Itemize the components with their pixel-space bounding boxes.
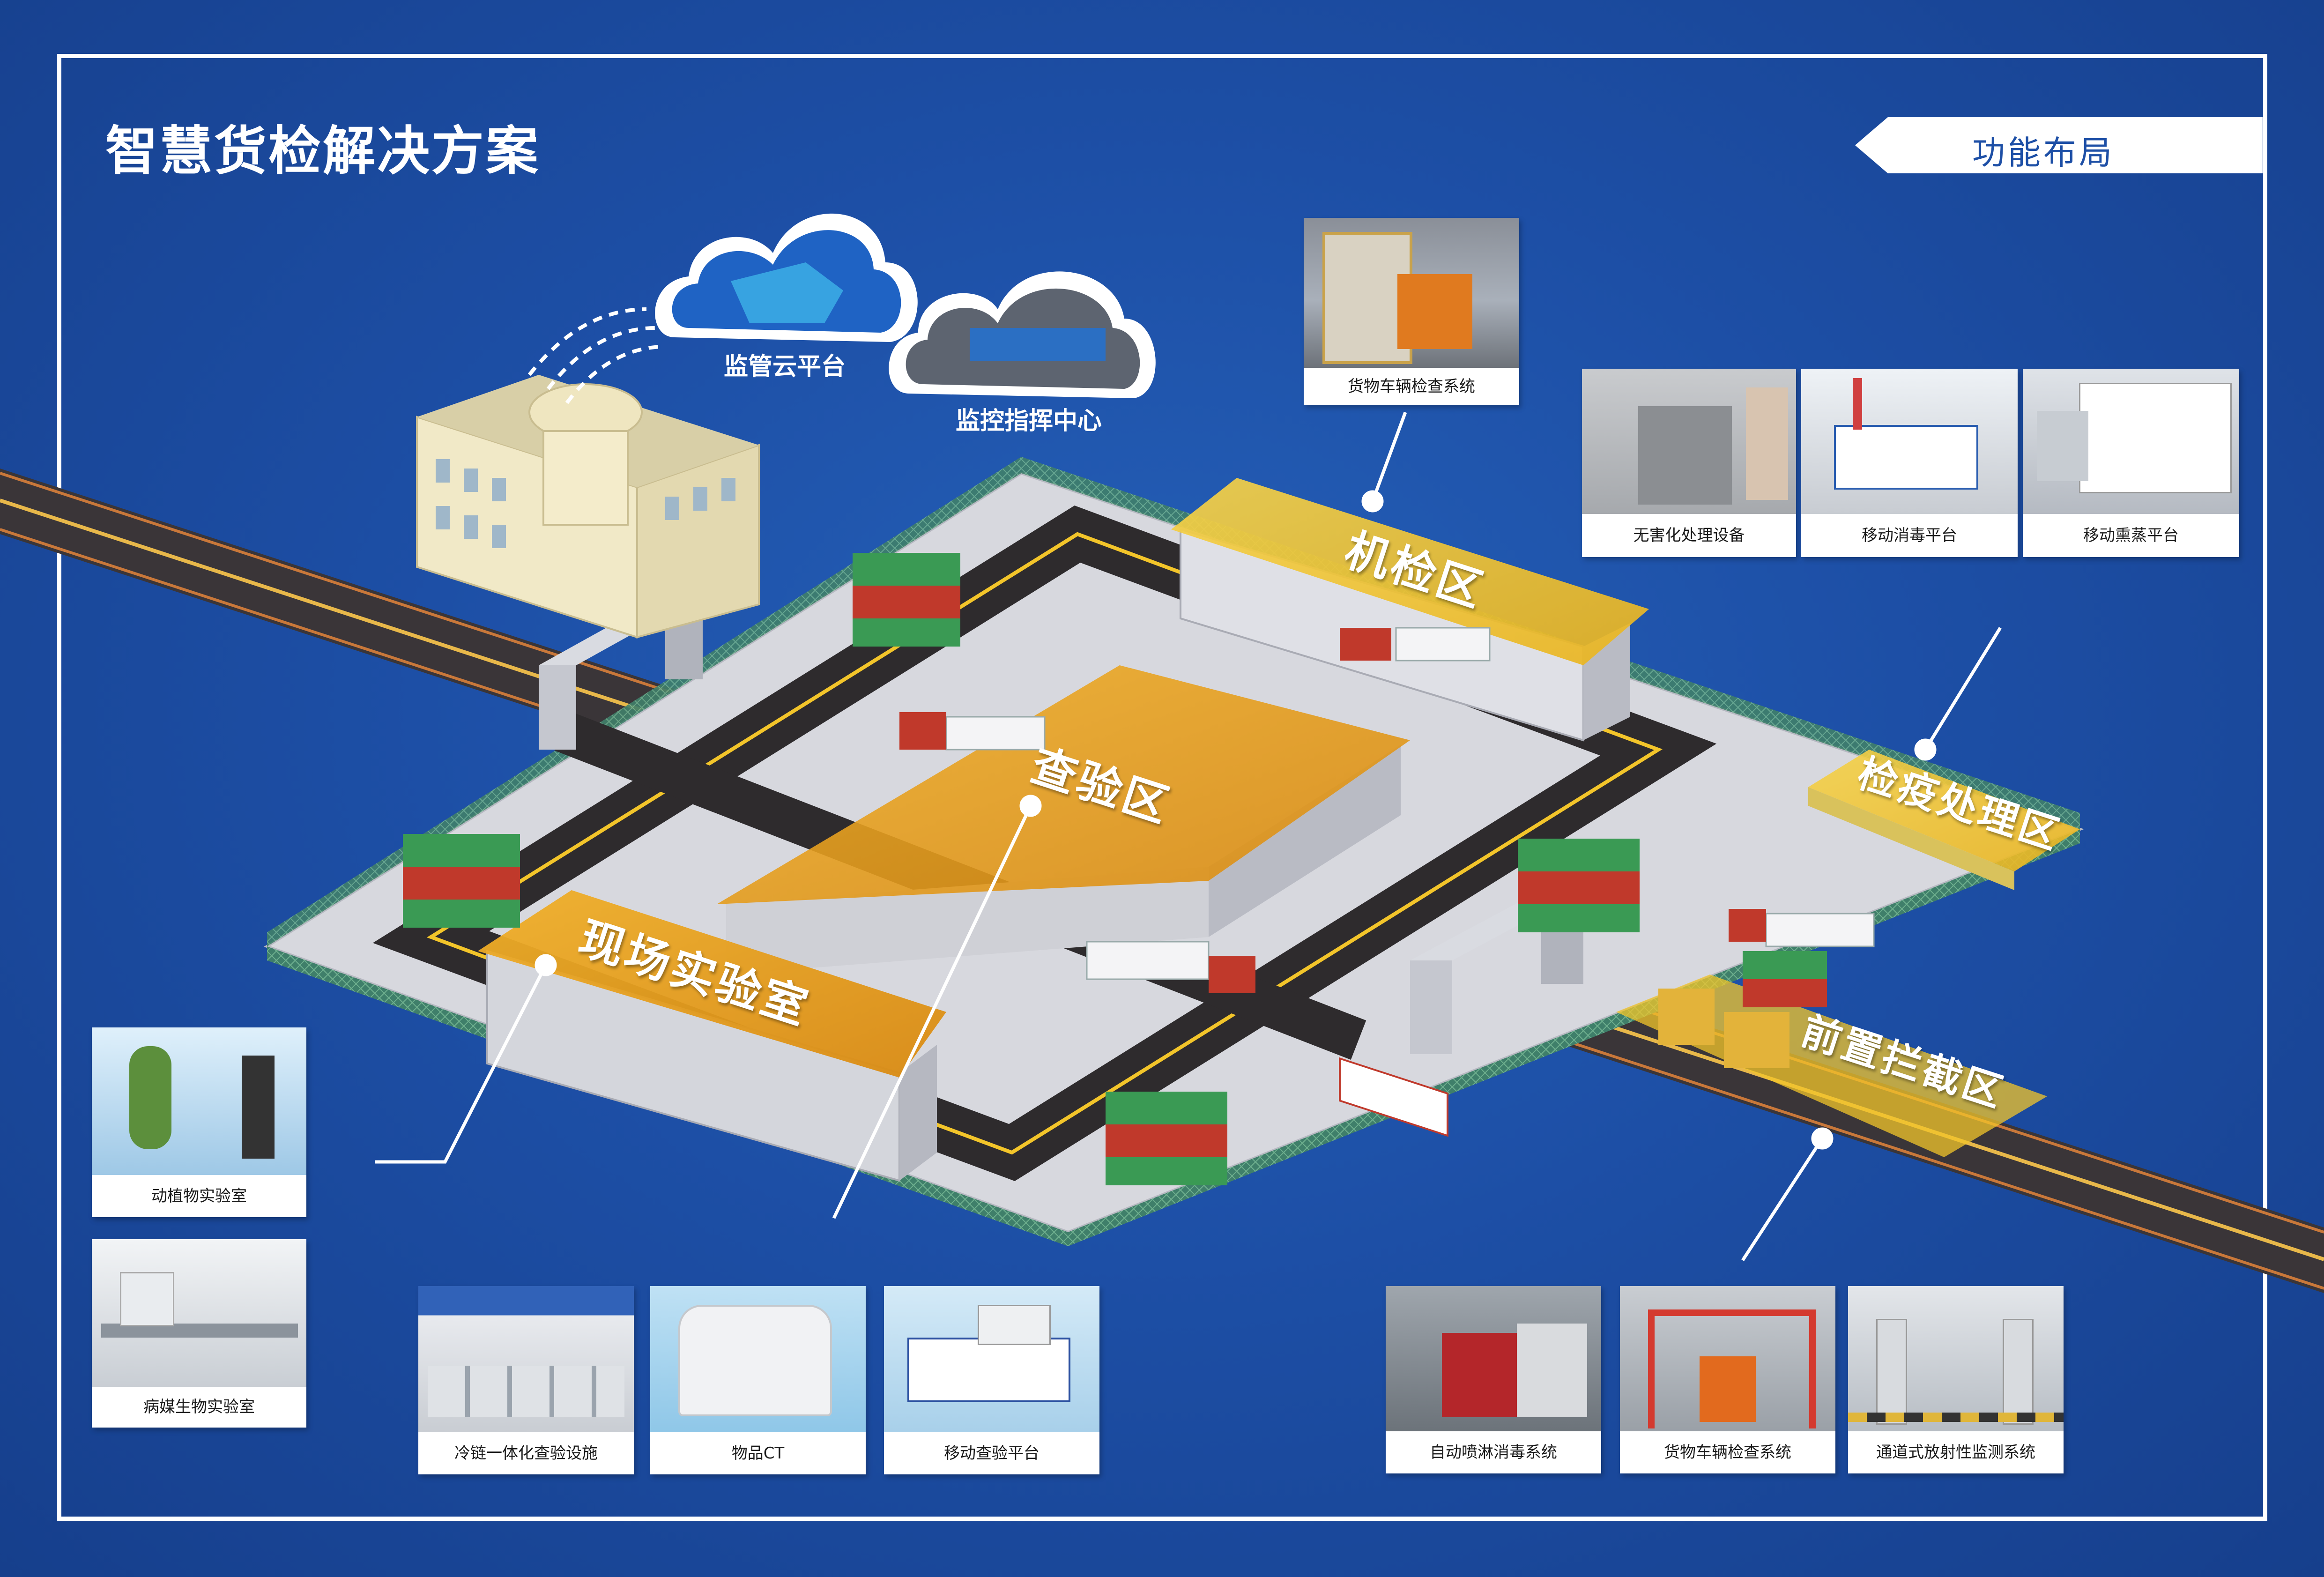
command-center-label: 监控指挥中心 xyxy=(956,407,1102,435)
card-animal-plant-lab: 动植物实验室 xyxy=(92,1027,306,1217)
command-center-bubble xyxy=(889,271,1156,398)
card-radiation-monitoring: 通道式放射性监测系统 xyxy=(1848,1286,2064,1473)
quarantine-treatment-area xyxy=(1808,750,2080,890)
card-goods-ct: 物品CT xyxy=(650,1286,866,1474)
page-title: 智慧货检解决方案 xyxy=(105,121,540,182)
wireless-signal-icon xyxy=(527,307,666,404)
card-caption: 通道式放射性监测系统 xyxy=(1876,1443,2035,1462)
card-vehicle-inspection-top: 货物车辆检查系统 xyxy=(1304,218,1519,405)
card-mobile-inspection: 移动查验平台 xyxy=(884,1286,1099,1474)
tab-arrow-shape xyxy=(1855,117,2263,173)
card-harmless-equipment: 无害化处理设备 xyxy=(1582,369,1796,557)
site-lab-building xyxy=(478,890,946,1182)
cloud-platform-bubble xyxy=(655,213,918,342)
card-caption: 货物车辆检查系统 xyxy=(1664,1443,1791,1462)
card-mobile-disinfection: 移动消毒平台 xyxy=(1801,369,2018,557)
callout-lines xyxy=(375,411,2002,1261)
section-tab-label: 功能布局 xyxy=(1972,134,2115,172)
card-auto-spray: 自动喷淋消毒系统 xyxy=(1386,1286,1601,1473)
card-caption: 货物车辆检查系统 xyxy=(1348,377,1475,396)
cloud-platform-label: 监管云平台 xyxy=(724,353,846,381)
front-interception-area xyxy=(1616,974,2047,1157)
card-cold-chain: 冷链一体化查验设施 xyxy=(418,1286,634,1474)
card-caption: 移动查验平台 xyxy=(944,1444,1039,1463)
card-caption: 自动喷淋消毒系统 xyxy=(1430,1443,1557,1462)
white-frame xyxy=(57,54,2267,1521)
card-caption: 病媒生物实验室 xyxy=(143,1398,255,1416)
section-tab: 功能布局 xyxy=(1855,117,2263,173)
inspection-hall xyxy=(717,665,1410,974)
card-caption: 移动消毒平台 xyxy=(1862,526,1957,545)
card-caption: 无害化处理设备 xyxy=(1633,526,1745,545)
card-pathogen-lab: 病媒生物实验室 xyxy=(92,1239,306,1428)
card-caption: 物品CT xyxy=(731,1444,785,1463)
card-vehicle-inspection-bottom: 货物车辆检查系统 xyxy=(1620,1286,1835,1473)
container-stacks xyxy=(403,553,1827,1185)
card-caption: 动植物实验室 xyxy=(151,1187,247,1205)
trucks xyxy=(899,627,1875,993)
card-caption: 冷链一体化查验设施 xyxy=(454,1444,598,1463)
card-mobile-fumigation: 移动熏蒸平台 xyxy=(2023,369,2239,557)
customs-building xyxy=(416,375,760,639)
card-caption: 移动熏蒸平台 xyxy=(2083,526,2179,545)
